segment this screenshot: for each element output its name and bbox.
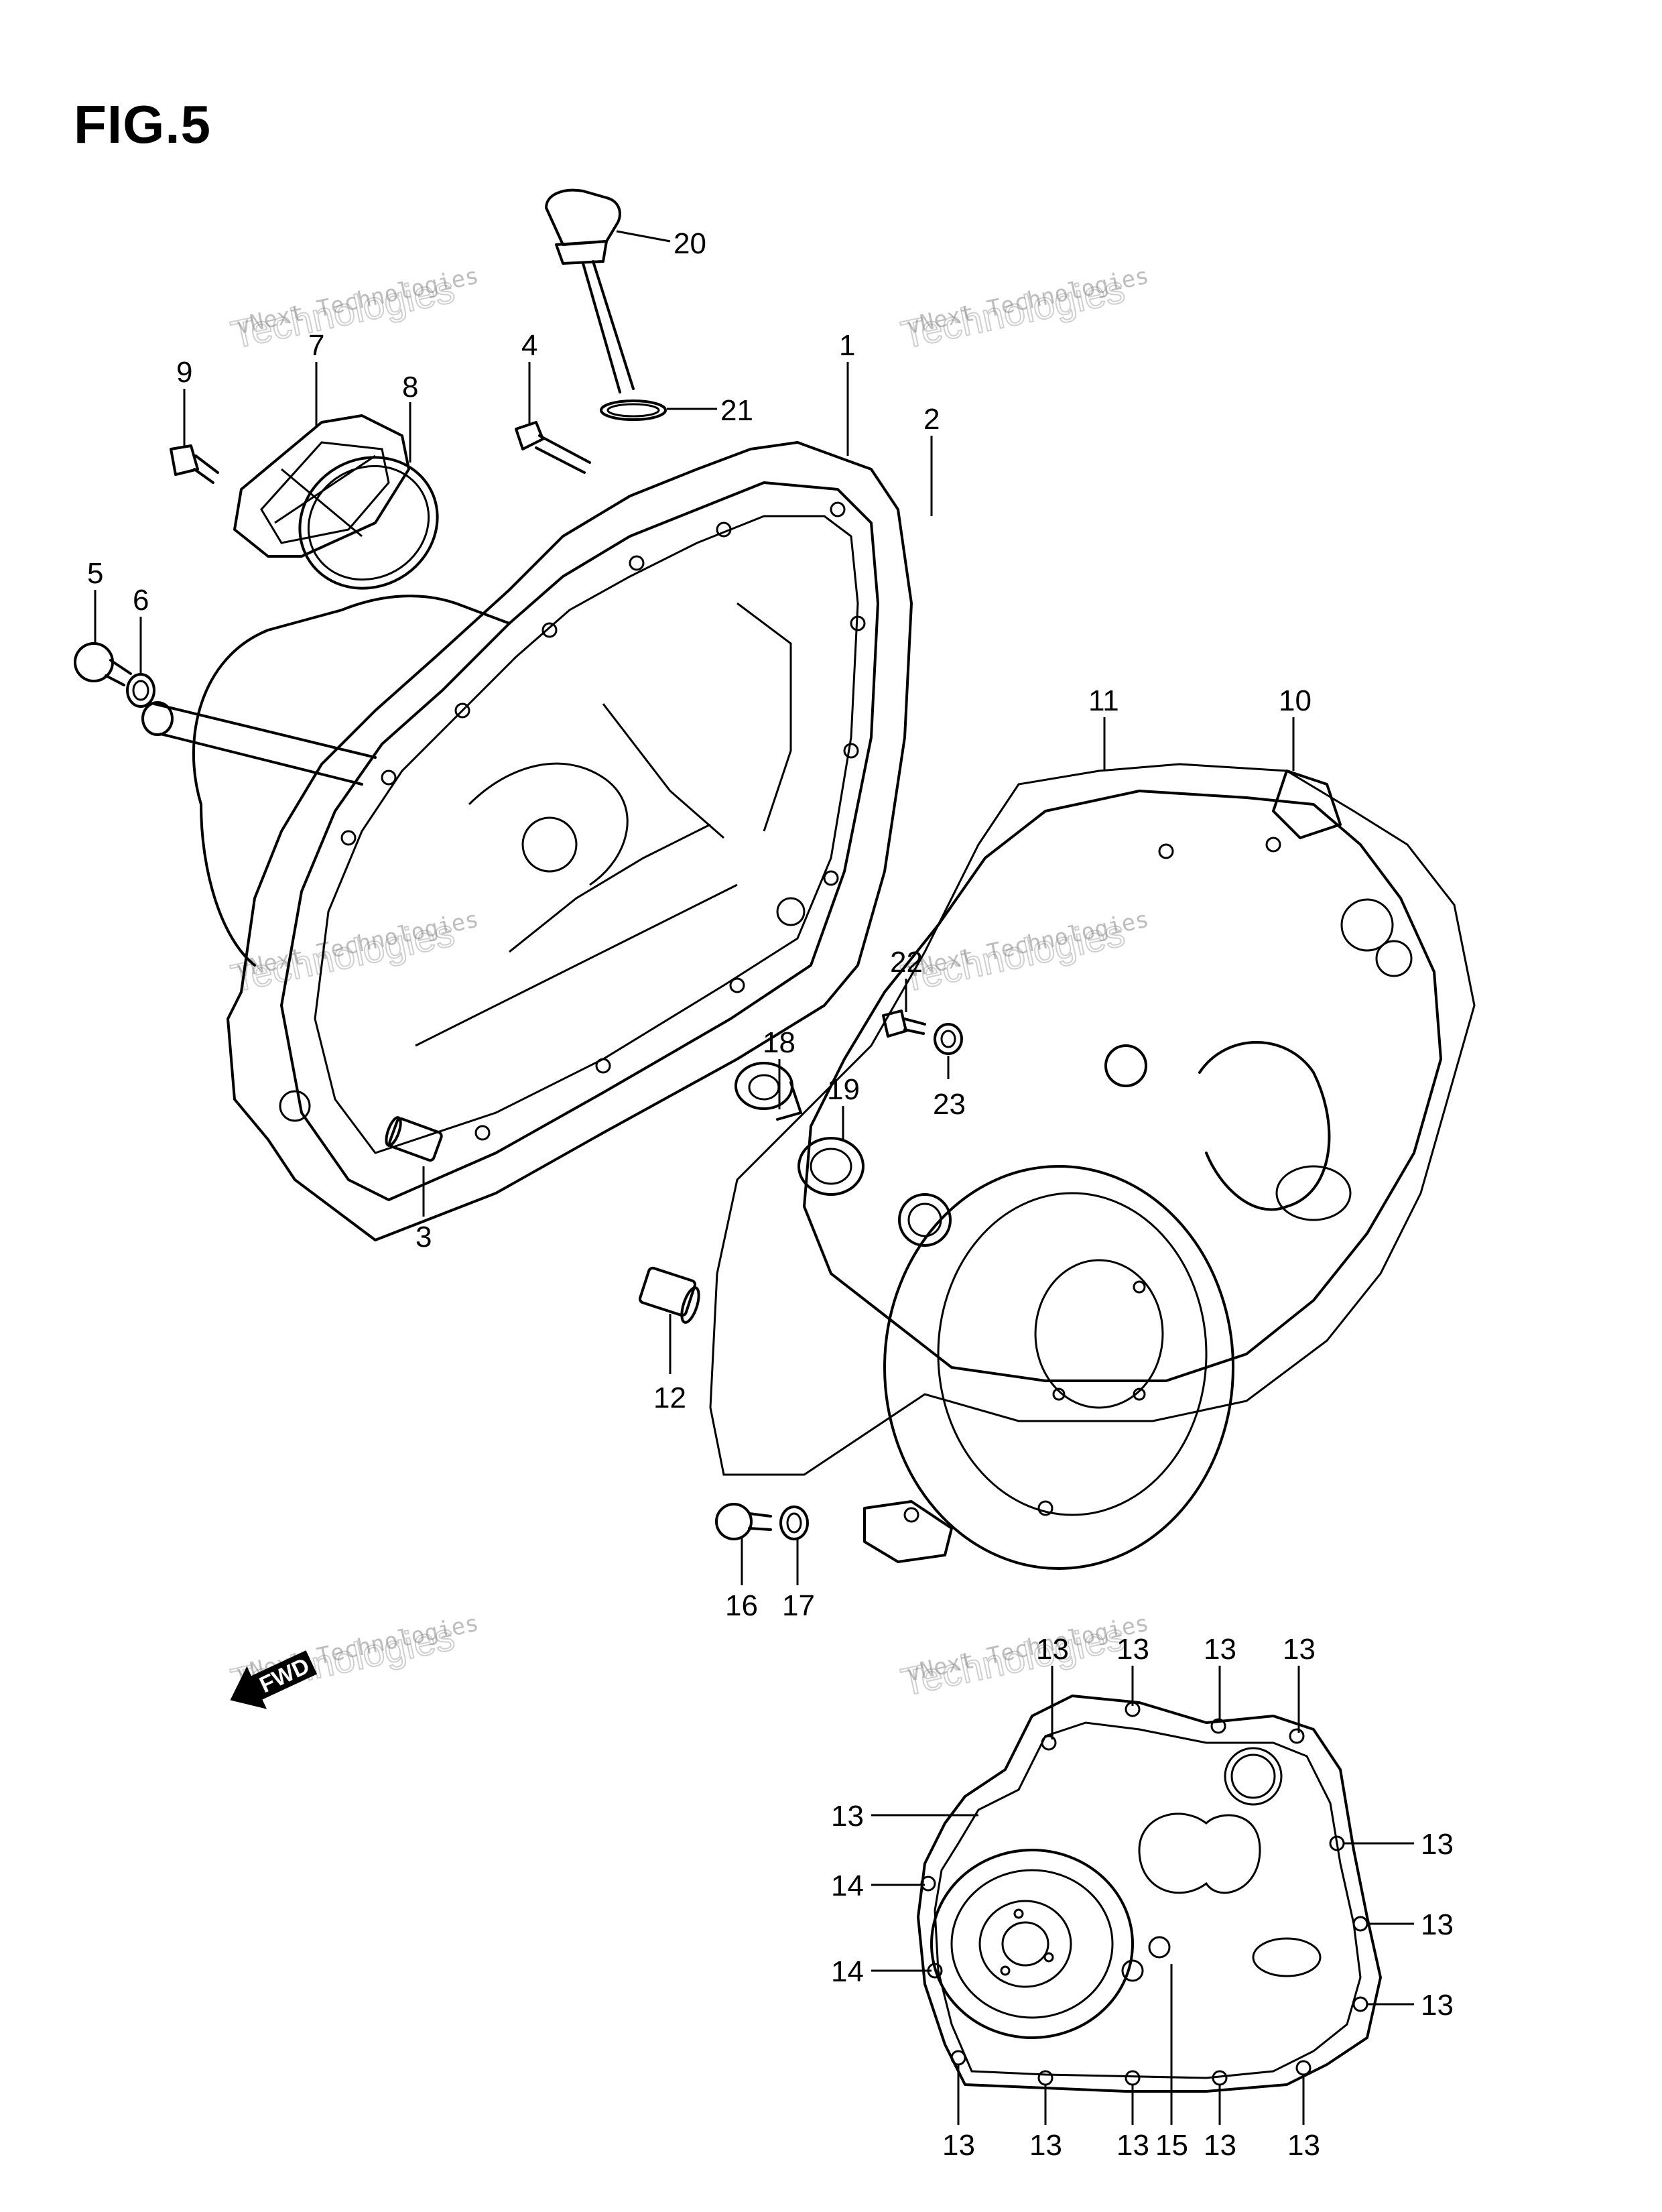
callout-13: 13 xyxy=(1116,1633,1149,1666)
dowel-pin-12 xyxy=(638,1266,700,1324)
callout-13: 13 xyxy=(1283,1633,1316,1666)
crankcase-cover-assembly xyxy=(709,763,1476,1570)
inspection-cap xyxy=(233,414,439,590)
oil-filler-cap xyxy=(545,188,667,421)
callout-2: 2 xyxy=(923,403,940,436)
washer-23 xyxy=(934,1023,963,1055)
washer-6 xyxy=(126,673,155,708)
callout-4: 4 xyxy=(521,329,537,362)
cover-bolt-pattern xyxy=(917,1695,1382,2093)
callout-15: 15 xyxy=(1155,2129,1188,2162)
callout-23: 23 xyxy=(933,1088,966,1121)
callout-9: 9 xyxy=(176,356,192,389)
callout-18: 18 xyxy=(763,1026,795,1059)
callout-11: 11 xyxy=(1088,684,1119,717)
callout-6: 6 xyxy=(133,584,149,617)
callout-13: 13 xyxy=(1421,1989,1454,2022)
callout-13: 13 xyxy=(1116,2129,1149,2162)
callout-20: 20 xyxy=(674,227,706,260)
callout-13: 13 xyxy=(1421,1828,1454,1861)
callout-13: 13 xyxy=(1287,2129,1320,2162)
leader-lines xyxy=(94,230,1414,2125)
clutch-cover-assembly xyxy=(141,441,913,1241)
callout-19: 19 xyxy=(827,1073,860,1106)
callout-1: 1 xyxy=(839,329,855,362)
callout-3: 3 xyxy=(416,1221,432,1253)
callout-16: 16 xyxy=(725,1589,758,1622)
callout-5: 5 xyxy=(87,557,103,590)
callout-13: 13 xyxy=(1029,2129,1062,2162)
bolt-16 xyxy=(715,1503,772,1540)
bolt-4 xyxy=(515,421,591,474)
callout-14: 14 xyxy=(831,1869,864,1902)
watermarks: Technologies vNext Technologies Technolo… xyxy=(227,262,1151,1705)
callout-10: 10 xyxy=(1279,684,1312,717)
callout-13: 13 xyxy=(1204,1633,1236,1666)
callout-13: 13 xyxy=(1036,1633,1069,1666)
callout-12: 12 xyxy=(653,1381,686,1414)
callout-13: 13 xyxy=(942,2129,975,2162)
callout-14: 14 xyxy=(831,1955,864,1988)
washer-17 xyxy=(779,1506,809,1540)
figure-title: FIG.5 xyxy=(74,95,212,154)
callout-13: 13 xyxy=(831,1800,864,1833)
plug-5 xyxy=(74,642,132,686)
seal-18 xyxy=(734,1062,802,1121)
callout-7: 7 xyxy=(308,329,324,362)
callout-22: 22 xyxy=(890,946,923,979)
callout-13: 13 xyxy=(1421,1908,1454,1941)
bolt-9 xyxy=(170,444,219,484)
callout-8: 8 xyxy=(402,371,418,404)
plug-22 xyxy=(882,1009,926,1038)
oil-seal-19 xyxy=(797,1137,865,1196)
callout-17: 17 xyxy=(782,1589,815,1622)
callout-13: 13 xyxy=(1204,2129,1236,2162)
callout-21: 21 xyxy=(720,394,753,427)
callout-labels: 20 21 1 2 3 4 5 6 7 8 9 10 11 12 16 17 1… xyxy=(87,227,1454,2162)
